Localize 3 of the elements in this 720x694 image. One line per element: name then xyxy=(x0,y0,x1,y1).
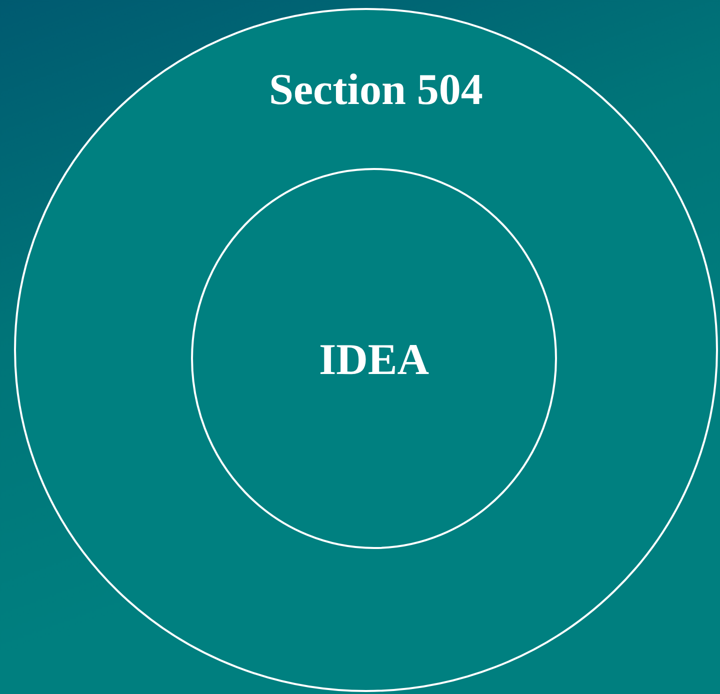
circle xyxy=(191,168,557,549)
circle-label: Section 504 xyxy=(269,65,483,114)
circle-label: IDEA xyxy=(318,335,430,384)
